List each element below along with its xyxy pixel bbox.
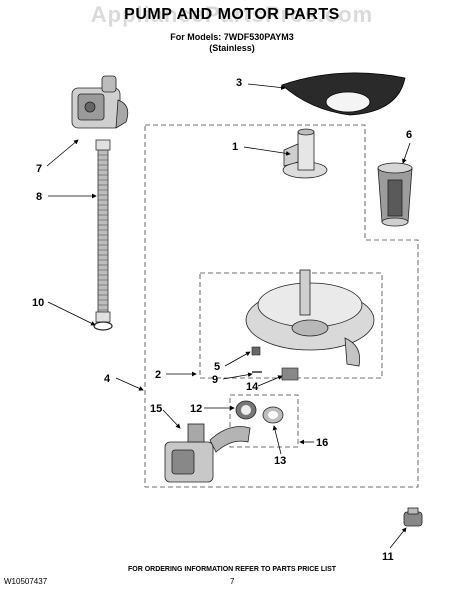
callout-13: 13	[274, 455, 286, 467]
part-1-pump-housing	[282, 128, 328, 179]
callout-11: 11	[382, 551, 394, 563]
part-3-shield	[281, 72, 406, 116]
part-7-motor-bracket	[71, 75, 129, 129]
part-14-connector	[281, 367, 299, 381]
callout-3: 3	[236, 77, 242, 89]
part-13-adapter	[262, 406, 284, 424]
callout-15: 15	[150, 403, 162, 415]
footer-note: FOR ORDERING INFORMATION REFER TO PARTS …	[127, 566, 337, 573]
callout-16: 16	[316, 437, 328, 449]
callout-1: 1	[232, 141, 238, 153]
sump-assembly	[245, 269, 375, 367]
part-8-drain-hose	[95, 139, 111, 323]
callout-12: 12	[190, 403, 202, 415]
doc-number: W10507437	[4, 577, 48, 586]
models-line: For Models: 7WDF530PAYM3	[170, 32, 294, 42]
finish-label: (Stainless)	[209, 43, 255, 53]
part-15-drain-pump	[164, 423, 251, 483]
part-11-sensor	[403, 507, 423, 527]
leader-lines	[46, 83, 411, 549]
part-10-hose-clamp	[93, 321, 113, 331]
callout-10: 10	[32, 297, 44, 309]
callout-14: 14	[246, 381, 259, 393]
callout-5: 5	[214, 361, 220, 373]
page-number: 7	[230, 577, 235, 586]
part-6-filter	[377, 162, 413, 227]
part-12-seal	[235, 400, 257, 420]
callout-6: 6	[406, 129, 412, 141]
page-title: PUMP AND MOTOR PARTS	[124, 6, 340, 23]
callout-numbers: 3 1 6 7 8 10 4 2 5 9 14 12 15 16 13 11	[32, 77, 412, 563]
model-info: For Models: 7WDF530PAYM3 (Stainless)	[0, 32, 464, 54]
callout-4: 4	[104, 373, 111, 385]
callout-2: 2	[155, 369, 161, 381]
callout-8: 8	[36, 191, 42, 203]
callout-7: 7	[36, 163, 42, 175]
part-5-clip	[251, 346, 261, 356]
callout-9: 9	[212, 374, 218, 386]
watermark: AppliancePartsPros.com	[90, 2, 374, 27]
